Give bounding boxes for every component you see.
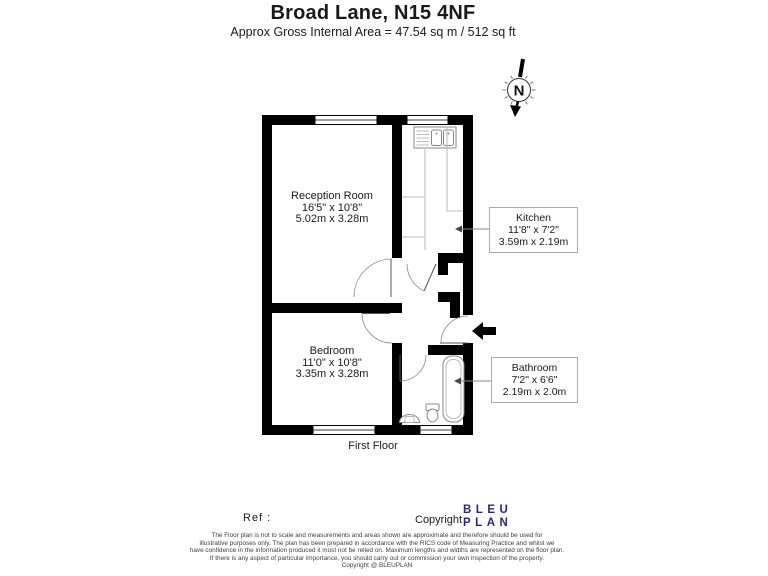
room-name: Bathroom [511, 362, 558, 374]
floor-label: First Floor [348, 440, 398, 452]
room-name: Kitchen [515, 212, 552, 224]
toilet [425, 403, 440, 423]
copyright-label: Copyright [415, 514, 463, 526]
reception-room-label: Reception Room 16'5" x 10'8" 5.02m x 3.2… [291, 190, 373, 226]
bathroom-door [399, 354, 427, 382]
logo-line-2: PLAN [463, 517, 513, 529]
windows [312, 115, 453, 435]
entry-door [440, 315, 469, 344]
bathtub [442, 355, 465, 423]
room-dims-imperial: 11'0" x 10'8" [302, 356, 362, 369]
room-dims-imperial: 11'8" x 7'2" [508, 223, 559, 236]
disclaimer-line: illustrative purposes only. The plan has… [199, 539, 555, 547]
reception-door [353, 258, 393, 298]
disclaimer-copyright: Copyright @ BLEUPLAN [341, 562, 413, 570]
page-subtitle: Approx Gross Internal Area = 47.54 sq m … [230, 25, 516, 39]
disclaimer: The Floor plan is not to scale and measu… [190, 532, 564, 570]
north-arrow-icon: N [502, 58, 536, 117]
room-dims-metric: 3.35m x 3.28m [295, 368, 369, 381]
bathroom-leader [454, 377, 491, 385]
room-dims-metric: 2.19m x 2.0m [502, 385, 567, 398]
bathroom-callout: Bathroom 7'2" x 6'6" 2.19m x 2.0m [491, 357, 578, 403]
bedroom-door [361, 312, 393, 344]
kitchen-sink [413, 126, 457, 149]
bleuplan-logo: BLEU PLAN [463, 504, 512, 530]
entry-arrow [472, 322, 496, 340]
drainer-lines [416, 130, 429, 146]
bedroom-label: Bedroom 11'0" x 10'8" 3.35m x 3.28m [295, 345, 369, 381]
walls [262, 115, 473, 435]
compass-letter: N [514, 83, 525, 100]
room-name: Bedroom [309, 345, 355, 357]
doors [353, 258, 469, 382]
page-title: Broad Lane, N15 4NF [270, 2, 476, 24]
disclaimer-line: The Floor plan is not to scale and measu… [211, 532, 543, 539]
compass-ticks [502, 75, 536, 105]
room-dims-metric: 5.02m x 3.28m [295, 213, 369, 226]
disclaimer-line: If there is any aspect of particular imp… [209, 554, 545, 562]
room-dims-metric: 3.59m x 2.19m [498, 235, 569, 248]
kitchen-counters [402, 127, 463, 250]
logo-line-1: BLEU [463, 504, 513, 516]
basin [398, 414, 421, 423]
kitchen-door [406, 263, 437, 292]
ref-label: Ref : [243, 512, 272, 524]
room-dims-imperial: 16'5" x 10'8" [301, 201, 363, 214]
kitchen-leader [455, 225, 489, 233]
room-name: Reception Room [291, 190, 373, 202]
room-dims-imperial: 7'2" x 6'6" [511, 373, 558, 386]
kitchen-callout: Kitchen 11'8" x 7'2" 3.59m x 2.19m [489, 207, 578, 253]
disclaimer-line: have confidence in the information produ… [189, 547, 565, 555]
